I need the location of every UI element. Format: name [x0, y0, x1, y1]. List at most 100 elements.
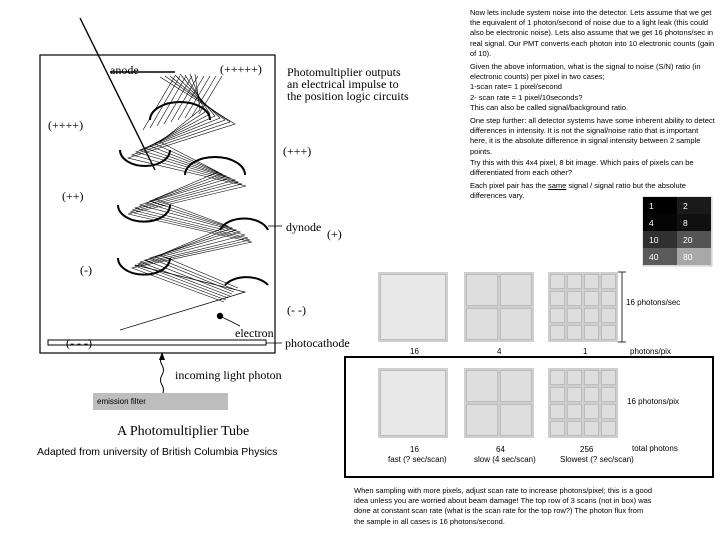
- scan-pixel: [466, 404, 498, 436]
- scan-pixel: [601, 291, 616, 306]
- scan-image: [378, 272, 448, 342]
- scan-pixel: [500, 404, 532, 436]
- incoming-photon-label: incoming light photon: [175, 368, 282, 382]
- scan-pixel: [550, 291, 565, 306]
- notes-case-1: 1-scan rate= 1 pixel/second: [470, 82, 562, 92]
- scan-pixel: [466, 370, 498, 402]
- pixel-cell: 8: [677, 214, 711, 231]
- pixel-cell: 10: [643, 231, 677, 248]
- top-side-label: 16 photons/sec: [626, 298, 681, 307]
- scan-pixel: [601, 325, 616, 340]
- scan-pixel: [584, 387, 599, 402]
- scan-pixel: [567, 325, 582, 340]
- notes-paragraph-2-text: Given the above information, what is the…: [470, 62, 701, 82]
- tube-title: A Photomultiplier Tube: [117, 424, 250, 439]
- credit-text: Adapted from university of British Colum…: [37, 446, 278, 458]
- notes-paragraph-4: Try this with this 4x4 pixel, 8 bit imag…: [470, 158, 694, 178]
- scan-pixel: [584, 274, 599, 289]
- top-count-2: 4: [497, 347, 502, 356]
- notes-same-emphasis: same: [547, 181, 567, 190]
- scan-pixel: [466, 274, 498, 306]
- dynode-arc: [117, 204, 171, 223]
- photocathode-label: photocathode: [285, 336, 350, 350]
- dynode-arc: [149, 101, 211, 121]
- scan-pixel: [601, 308, 616, 323]
- dynode-arc: [184, 156, 246, 176]
- scan-pixel: [567, 387, 582, 402]
- scan-pixel: [601, 421, 616, 436]
- pixel-cell: 20: [677, 231, 711, 248]
- scan-pixel: [550, 387, 565, 402]
- scan-pixel: [584, 421, 599, 436]
- charge-label-3minus: (- - -): [66, 336, 92, 350]
- electron-path: [119, 264, 247, 331]
- scan-pixel: [500, 370, 532, 402]
- pointer-line: [79, 17, 156, 171]
- total-photons-label: total photons: [632, 444, 678, 453]
- photocathode-plate: [47, 339, 267, 346]
- notes-case-3: This can also be called signal/backgroun…: [470, 102, 629, 112]
- emission-filter-label: emission filter: [97, 397, 146, 406]
- charge-label-3plus: (+++): [283, 144, 312, 158]
- notes-paragraph-3: One step further: all detector systems h…: [470, 116, 715, 156]
- electron-label: electron: [235, 326, 274, 340]
- scan-pixel: [584, 325, 599, 340]
- notes-paragraph-5a: Each pixel pair has the: [470, 181, 548, 190]
- scan-image: [464, 272, 534, 342]
- pixel-cell: 4: [643, 214, 677, 231]
- scan-pixel: [550, 404, 565, 419]
- scan-pixel: [584, 370, 599, 385]
- pmt-output-label: Photomultiplier outputs an electrical im…: [287, 65, 409, 103]
- scan-pixel: [550, 274, 565, 289]
- scan-pixel: [584, 308, 599, 323]
- charge-label-1minus: (-): [80, 263, 92, 277]
- scan-pixel: [567, 370, 582, 385]
- scan-pixel: [601, 404, 616, 419]
- dynode-arc: [117, 257, 171, 276]
- scan-pixel: [567, 291, 582, 306]
- charge-label-4plus: (++++): [48, 118, 84, 132]
- pixel-cell: 1: [643, 197, 677, 214]
- scan-pixel: [380, 370, 446, 436]
- scan-pixel: [584, 404, 599, 419]
- photon-arrowhead: [159, 352, 165, 360]
- pixel-cell: 2: [677, 197, 711, 214]
- top-count-3: 1: [583, 347, 588, 356]
- sampling-box: [344, 356, 714, 478]
- speed-label-1: fast (? sec/scan): [388, 455, 447, 464]
- speed-label-3: Slowest (? sec/scan): [560, 455, 634, 464]
- notes-paragraph-1: Now lets include system noise into the d…: [470, 8, 715, 58]
- electron-pointer: [219, 315, 241, 327]
- scan-image: [548, 368, 618, 438]
- scan-pixel: [550, 325, 565, 340]
- charge-label-1plus: (+): [327, 227, 342, 241]
- top-count-1: 16: [410, 347, 419, 356]
- scan-pixel: [567, 274, 582, 289]
- scan-pixel: [466, 308, 498, 340]
- scan-pixel: [550, 308, 565, 323]
- scan-pixel: [567, 404, 582, 419]
- dynode-arc: [119, 149, 171, 167]
- bottom-note: When sampling with more pixels, adjust s…: [354, 486, 653, 526]
- scan-pixel: [567, 421, 582, 436]
- scan-image: [464, 368, 534, 438]
- notes-paragraph-2: Given the above information, what is the…: [470, 62, 715, 113]
- scan-image: [378, 368, 448, 438]
- scan-pixel: [601, 274, 616, 289]
- scan-pixel: [601, 370, 616, 385]
- dynode-arc: [224, 276, 269, 286]
- bottom-count-2: 64: [496, 445, 505, 454]
- scan-pixel: [500, 308, 532, 340]
- tube-outline: [39, 54, 276, 354]
- top-unit-label: photons/pix: [630, 347, 671, 356]
- scan-pixel: [550, 370, 565, 385]
- notes-paragraph-5b: signal / signal ratio but the absolute d…: [470, 181, 686, 201]
- pixel-cell: 80: [677, 248, 711, 265]
- notes-case-2: 2- scan rate = 1 pixel/10seconds?: [470, 92, 583, 102]
- speed-label-2: slow (4 sec/scan): [474, 455, 536, 464]
- anode-label: anode: [110, 63, 139, 77]
- dynode-label: dynode: [286, 220, 322, 234]
- bottom-side-label: 16 photons/pix: [627, 397, 680, 406]
- emission-filter: emission filter: [93, 393, 228, 410]
